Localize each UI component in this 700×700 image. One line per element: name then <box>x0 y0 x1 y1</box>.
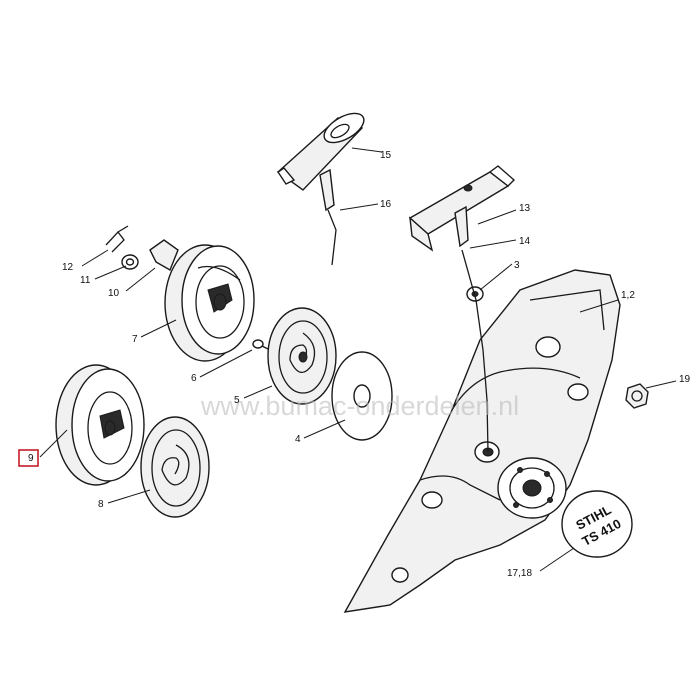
starter-grip-13 <box>408 165 516 252</box>
callout-4: 4 <box>295 434 301 445</box>
starter-grip-15 <box>276 112 365 212</box>
callout-7: 7 <box>132 334 138 345</box>
callout-3: 3 <box>514 260 520 271</box>
rope-rotor-9 <box>55 364 145 486</box>
callout-10: 10 <box>108 288 120 299</box>
watermark: www.bumac-onderdelen.nl <box>200 391 519 421</box>
callout-5: 5 <box>234 395 240 406</box>
screw <box>252 339 271 351</box>
highlight-box-9 <box>18 449 39 467</box>
starter-rope-16 <box>327 209 337 266</box>
washer-large <box>331 351 393 441</box>
callout-16: 16 <box>380 199 392 210</box>
pawl <box>149 239 179 272</box>
callout-6: 6 <box>191 373 197 384</box>
callout-11: 11 <box>80 275 91 286</box>
spring-housing-8 <box>140 416 210 518</box>
leader-lines <box>39 147 677 572</box>
nut <box>625 383 649 409</box>
cover-disc: STIHL TS 410 <box>561 490 633 558</box>
callout-9: 9 <box>28 453 34 464</box>
fan-housing <box>343 269 621 613</box>
starter-rope <box>461 249 489 453</box>
callout-14: 14 <box>519 236 531 247</box>
callout-13: 13 <box>519 203 531 214</box>
washer-small <box>121 254 139 270</box>
spring-clip <box>105 225 129 253</box>
callout-12: 12 <box>62 262 74 273</box>
rope-rotor-7 <box>164 244 255 362</box>
callout-19: 19 <box>679 374 691 385</box>
callout-1-2: 1,2 <box>621 290 635 301</box>
callout-15: 15 <box>380 150 392 161</box>
spring-housing-5 <box>267 307 337 405</box>
callout-8: 8 <box>98 499 104 510</box>
callout-labels: 15 16 13 14 3 1,2 12 11 10 7 6 5 4 19 9 … <box>18 150 691 579</box>
rope-guide-bush <box>466 286 484 302</box>
callout-17-18: 17,18 <box>507 568 532 579</box>
